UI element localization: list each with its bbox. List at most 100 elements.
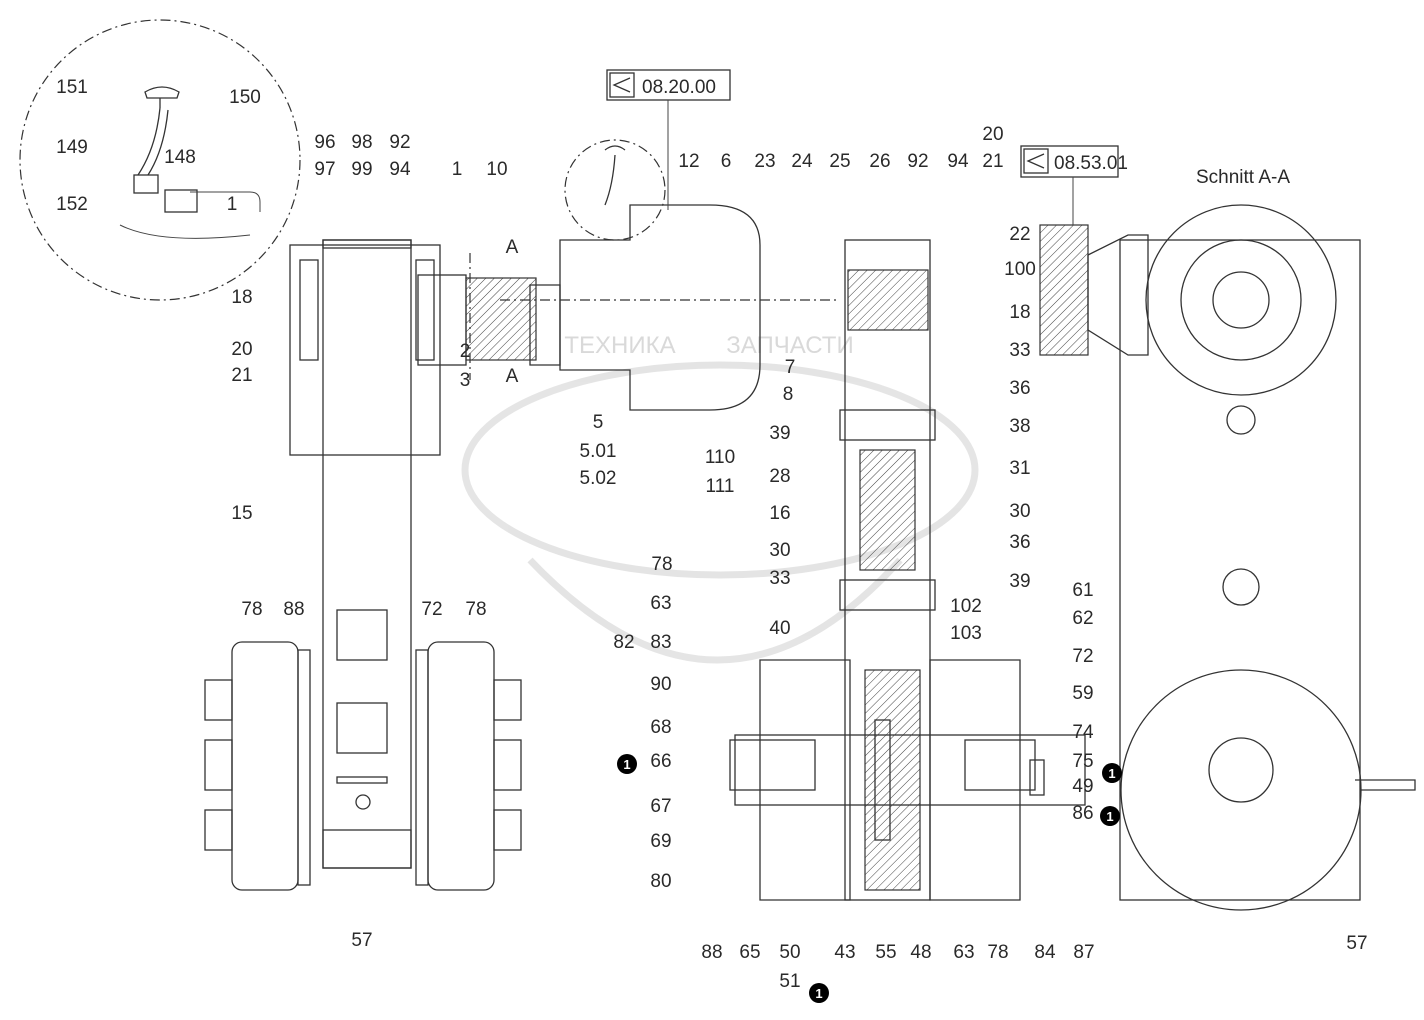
part-number-label: 90: [650, 674, 671, 695]
note-marker-number: 1: [623, 757, 630, 772]
reference-code: 08.20.00: [642, 77, 716, 98]
part-number-label: 26: [869, 151, 890, 172]
part-number-label: 57: [1346, 933, 1367, 954]
part-number-label: 92: [907, 151, 928, 172]
part-number-label: 18: [231, 287, 252, 308]
part-number-label: 63: [650, 593, 671, 614]
part-number-label: 88: [283, 599, 304, 620]
part-number-label: 3: [460, 370, 471, 391]
part-number-label: 62: [1072, 608, 1093, 629]
part-number-label: 59: [1072, 683, 1093, 704]
detail-inset-breather: [19, 19, 301, 301]
part-number-label: 16: [769, 503, 790, 524]
part-number-label: 80: [650, 871, 671, 892]
part-number-label: 31: [1009, 458, 1030, 479]
watermark: ТЕХНИКА ЗАПЧАСТИ: [461, 332, 979, 664]
part-number-label: 103: [950, 623, 982, 644]
part-number-label: 24: [791, 151, 813, 172]
part-number-label: 10: [486, 159, 507, 180]
part-number-label: 36: [1009, 378, 1030, 399]
part-number-label: 99: [351, 159, 372, 180]
part-number-label: 12: [678, 151, 699, 172]
part-number-label: 78: [465, 599, 486, 620]
part-number-label: 69: [650, 831, 671, 852]
part-number-label: 66: [650, 751, 671, 772]
part-number-label: 152: [56, 194, 88, 215]
part-number-label: 65: [739, 942, 760, 963]
part-number-label: 38: [1009, 416, 1030, 437]
part-number-label: 39: [1009, 571, 1030, 592]
part-number-label: 1: [452, 159, 463, 180]
section-mark: A: [506, 366, 519, 387]
note-marker-number: 1: [1108, 766, 1115, 781]
part-number-label: 92: [389, 132, 410, 153]
part-number-label: 7: [785, 357, 796, 378]
note-marker-dot: [617, 754, 637, 774]
part-number-label: 72: [1072, 646, 1093, 667]
part-number-label: 97: [314, 159, 335, 180]
part-number-label: 87: [1073, 942, 1094, 963]
part-number-label: 88: [701, 942, 722, 963]
side-view: [204, 239, 537, 891]
part-number-label: 100: [1004, 259, 1036, 280]
part-number-label: 149: [56, 137, 88, 158]
part-number-label: 148: [164, 147, 196, 168]
watermark-text: ЗАПЧАСТИ: [726, 332, 853, 359]
reference-box-08-53-01[interactable]: 08.53.01: [1020, 145, 1128, 225]
part-number-label: 63: [953, 942, 974, 963]
reference-box-08-20-00[interactable]: 08.20.00: [606, 69, 731, 210]
section-a-a-view: [1039, 204, 1416, 911]
part-number-label: 84: [1034, 942, 1056, 963]
part-number-label: 5: [593, 412, 604, 433]
part-number-label: 75: [1072, 751, 1093, 772]
part-number-label: 20: [982, 124, 1003, 145]
part-number-label: 111: [706, 476, 735, 497]
part-number-label: 72: [421, 599, 442, 620]
part-number-label: 94: [389, 159, 411, 180]
part-number-label: 83: [650, 632, 671, 653]
part-number-label: 51: [779, 971, 800, 992]
part-number-label: 67: [650, 796, 671, 817]
part-number-label: 20: [231, 339, 252, 360]
part-number-label: 15: [231, 503, 252, 524]
eye-view-icon: [1026, 153, 1045, 169]
part-number-label: 82: [613, 632, 634, 653]
gearbox-housing: [500, 139, 840, 411]
section-view: [729, 239, 1086, 901]
part-number-label: 39: [769, 423, 790, 444]
part-number-label: 33: [769, 568, 790, 589]
part-number-label: 5.02: [580, 468, 617, 489]
eye-view-icon: [612, 77, 631, 93]
part-number-label: 98: [351, 132, 372, 153]
part-number-label: 2: [460, 341, 471, 362]
part-number-label: 33: [1009, 340, 1030, 361]
part-number-label: 8: [783, 384, 794, 405]
part-number-label: 96: [314, 132, 335, 153]
part-number-label: 43: [834, 942, 855, 963]
part-number-label: 150: [229, 87, 261, 108]
part-number-label: 55: [875, 942, 896, 963]
part-number-label: 110: [705, 447, 735, 468]
part-number-label: 49: [1072, 776, 1093, 797]
part-number-label: 86: [1072, 803, 1093, 824]
note-marker-dot: [1102, 763, 1122, 783]
part-number-label: 30: [769, 540, 790, 561]
part-number-label: 5.01: [580, 441, 617, 462]
note-marker-dot: [809, 983, 829, 1003]
section-title: Schnitt A-A: [1196, 167, 1290, 188]
part-number-label: 78: [987, 942, 1008, 963]
part-number-label: 36: [1009, 532, 1030, 553]
part-number-label: 6: [721, 151, 732, 172]
note-marker-number: 1: [815, 986, 822, 1001]
part-number-label: 23: [754, 151, 775, 172]
section-mark: A: [506, 237, 519, 258]
note-marker-dot: [1100, 806, 1120, 826]
watermark-text: ТЕХНИКА: [564, 332, 675, 359]
part-number-label: 74: [1072, 722, 1094, 743]
part-number-label: 78: [241, 599, 262, 620]
part-number-label: 94: [947, 151, 969, 172]
